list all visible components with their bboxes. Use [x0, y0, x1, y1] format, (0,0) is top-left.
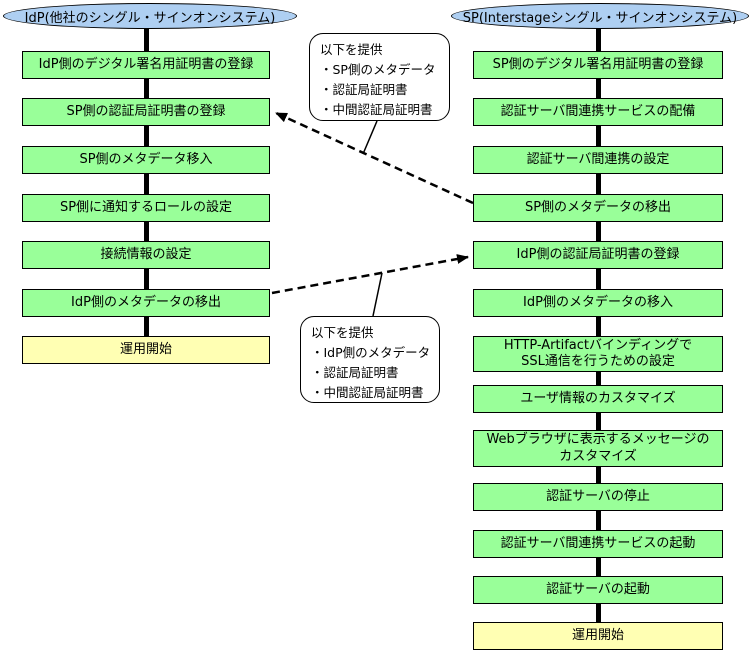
idp-system-header-label: IdP(他社のシングル・サインオンシステム) [24, 10, 276, 26]
provide-arrow-idp-to-sp [271, 254, 469, 295]
right-step-1: SP側のデジタル署名用証明書の登録 [473, 51, 723, 79]
right-connector-3 [595, 173, 601, 195]
note-line: ・認証局証明書 [311, 365, 399, 380]
callout-tail-top [362, 120, 378, 155]
right-connector-10 [595, 510, 601, 531]
note-line: ・中間認証局証明書 [320, 102, 433, 117]
note-line: 以下を提供 [320, 42, 383, 57]
sp-system-header: SP(Interstageシングル・サインオンシステム) [451, 3, 749, 29]
right-step-3: 認証サーバ間連携の設定 [473, 146, 723, 174]
right-connector-8 [595, 412, 601, 431]
right-step-8: ユーザ情報のカスタマイズ [473, 385, 723, 413]
right-connector-6 [595, 316, 601, 337]
left-connector-4 [143, 221, 149, 242]
note-line: 以下を提供 [311, 325, 374, 340]
note-line: ・認証局証明書 [320, 82, 408, 97]
right-step-4: SP側のメタデータの移出 [473, 194, 723, 222]
left-step-3: SP側のメタデータ移入 [22, 146, 270, 174]
left-step-1: IdP側のデジタル署名用証明書の登録 [22, 51, 270, 79]
right-connector-0 [595, 28, 601, 52]
right-connector-12 [595, 603, 601, 623]
left-start-box: 運用開始 [22, 336, 270, 364]
right-connector-7 [595, 371, 601, 386]
left-connector-0 [143, 28, 149, 52]
note-line: ・中間認証局証明書 [311, 385, 424, 400]
right-connector-2 [595, 125, 601, 147]
right-connector-4 [595, 221, 601, 242]
provide-note-sp-materials: 以下を提供 ・SP側のメタデータ ・認証局証明書 ・中間認証局証明書 [309, 33, 450, 121]
left-step-6: IdP側のメタデータの移出 [22, 289, 270, 317]
right-step-5: IdP側の認証局証明書の登録 [473, 241, 723, 269]
left-connector-6 [143, 316, 149, 337]
provide-note-idp-materials: 以下を提供 ・IdP側のメタデータ ・認証局証明書 ・中間認証局証明書 [300, 316, 440, 403]
right-connector-1 [595, 78, 601, 99]
callout-tail-bottom [372, 272, 383, 317]
right-step-6: IdP側のメタデータの移入 [473, 289, 723, 317]
right-step-10: 認証サーバの停止 [473, 483, 723, 511]
idp-system-header: IdP(他社のシングル・サインオンシステム) [3, 3, 297, 29]
right-step-11: 認証サーバ間連携サービスの起動 [473, 530, 723, 558]
right-step-9: Webブラウザに表示するメッセージの カスタマイズ [473, 430, 723, 467]
right-connector-5 [595, 268, 601, 290]
left-connector-2 [143, 125, 149, 147]
right-step-12: 認証サーバの起動 [473, 576, 723, 604]
sp-system-header-label: SP(Interstageシングル・サインオンシステム) [462, 10, 738, 26]
left-connector-5 [143, 268, 149, 290]
left-connector-3 [143, 173, 149, 195]
left-step-2: SP側の認証局証明書の登録 [22, 98, 270, 126]
left-connector-1 [143, 78, 149, 99]
right-step-7: HTTP-Artifactバインディングで SSL通信を行うための設定 [473, 336, 723, 372]
provide-arrow-sp-to-idp [275, 111, 474, 205]
right-step-2: 認証サーバ間連携サービスの配備 [473, 98, 723, 126]
right-connector-11 [595, 557, 601, 577]
left-step-5: 接続情報の設定 [22, 241, 270, 269]
right-start-box: 運用開始 [473, 622, 723, 650]
left-step-4: SP側に通知するロールの設定 [22, 194, 270, 222]
note-line: ・IdP側のメタデータ [311, 345, 431, 360]
right-connector-9 [595, 466, 601, 484]
note-line: ・SP側のメタデータ [320, 62, 436, 77]
